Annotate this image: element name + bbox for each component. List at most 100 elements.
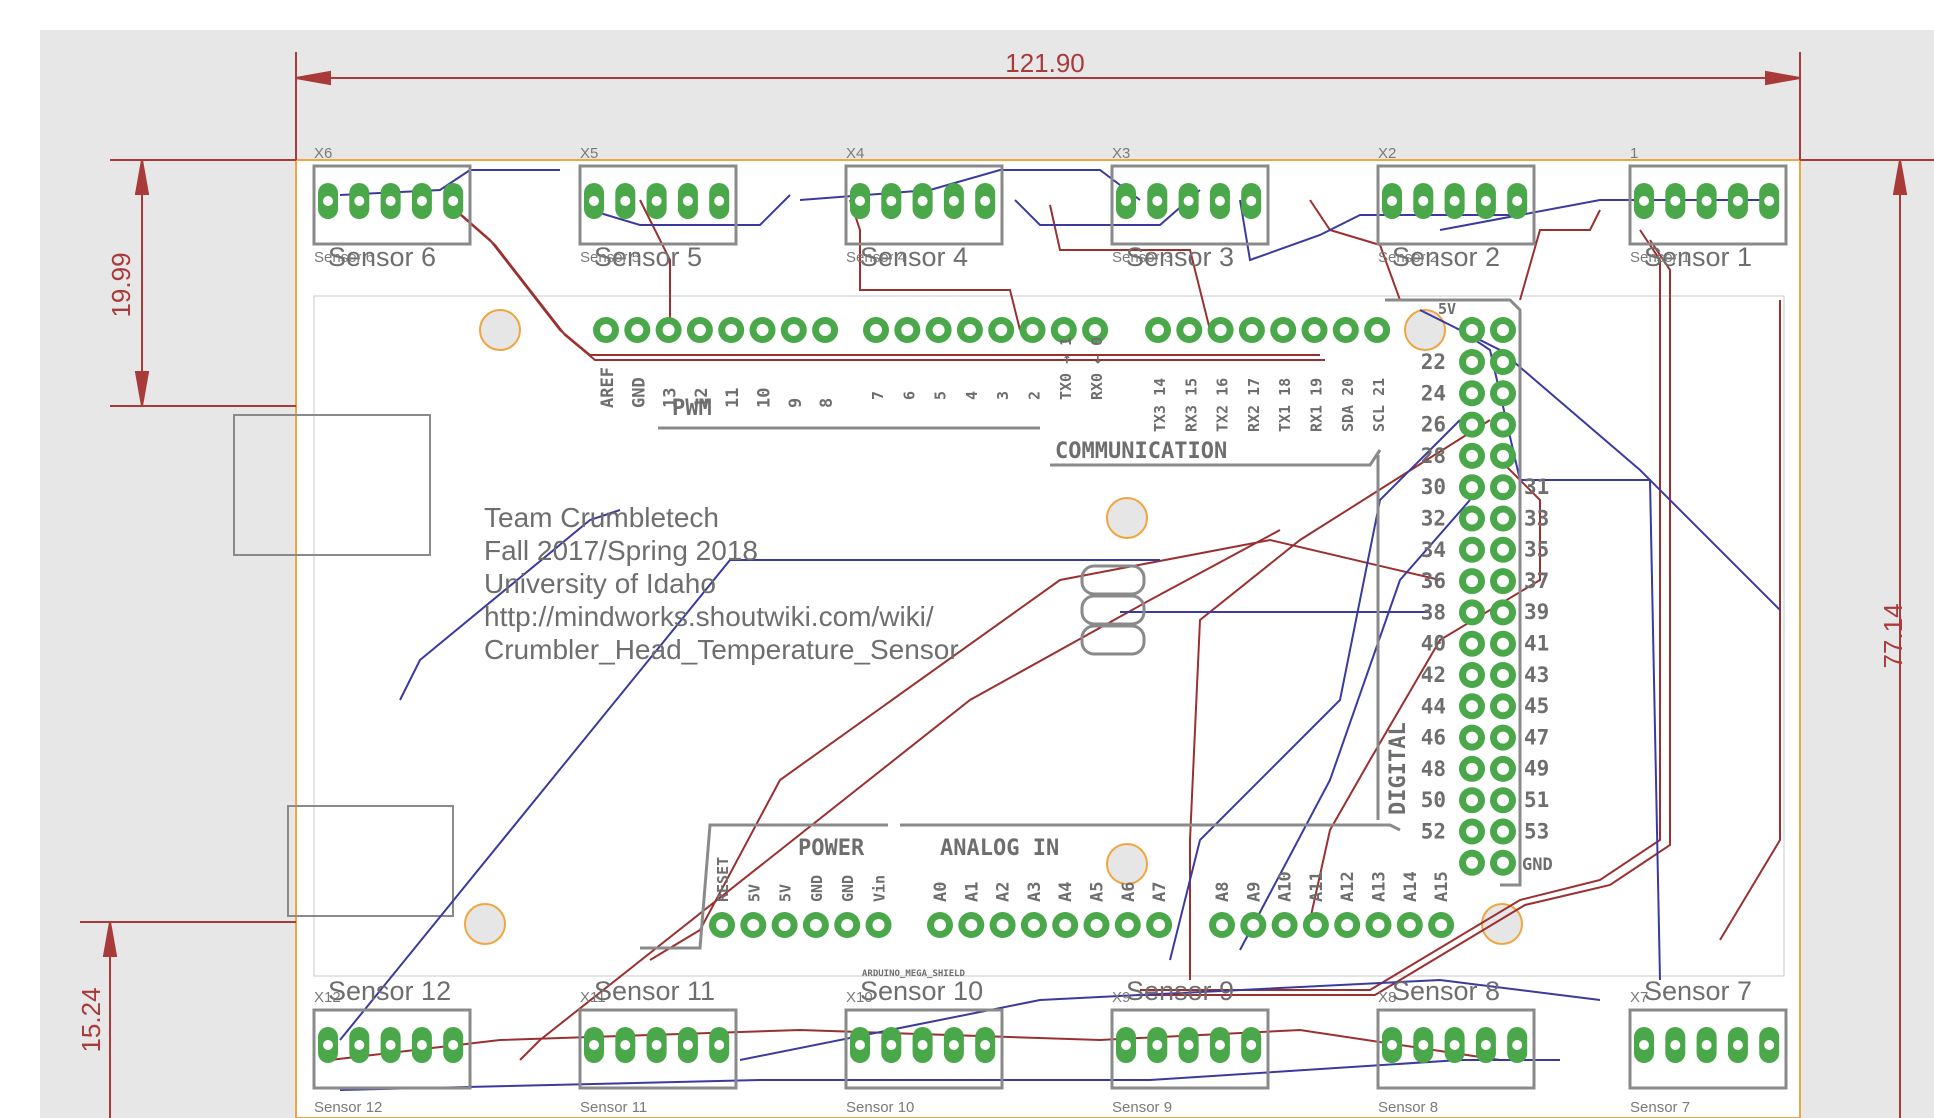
digital-right-pin-label: 53 [1524,819,1549,843]
connector-pad [1759,183,1780,219]
connector-ref-label: X5 [580,145,598,162]
header-pad [1459,411,1485,438]
note-line-1: Team Crumbletech [484,502,719,533]
connector-pad [1209,1027,1230,1063]
header-pad [1459,662,1485,688]
connector-pad [850,183,870,219]
pwm-pin-label: 12 [692,388,712,408]
connector-ref-label: X3 [1112,145,1130,162]
header-pad [1459,755,1485,782]
digital-pin-label: TX0 → 1 [1057,337,1075,400]
header-pad [1459,568,1485,595]
connector-ref-label: X4 [846,145,864,162]
connector-pad [1507,1027,1528,1063]
connector-ref-label: X6 [314,145,332,162]
header-pad [956,317,983,343]
header-pad [1490,380,1516,407]
header-pad [1428,912,1455,938]
analog-pin-label: A3 [1025,882,1045,902]
header-pad [1459,536,1485,563]
header-pad [1490,317,1516,343]
connector-pad [1475,183,1496,219]
connector-pad [881,1027,902,1063]
power-pin-label: Vin [871,875,889,902]
header-pad [1207,317,1234,343]
header-pad [1238,317,1265,343]
connector-pad [1727,1027,1748,1063]
header-pad [771,912,798,938]
digital-right-pin-label: 39 [1524,600,1549,624]
connector-pad [709,1027,730,1063]
header-pad [1145,317,1171,343]
connector-pad [1507,183,1528,219]
digital-left-pin-label: 36 [1421,569,1446,593]
connector-pad [975,183,996,219]
jumper-block [1080,564,1146,656]
header-pad [812,317,839,343]
comm-pin-label: SCL 21 [1370,378,1388,432]
sensor-name-label: Sensor 3 [1126,242,1234,272]
connector-pad [1413,1027,1434,1063]
header-pad [1490,349,1516,375]
connector-ref-label: X8 [1378,989,1396,1006]
connector-ref-label: X9 [1112,989,1130,1006]
header-pad [709,912,735,938]
header-pad [1271,912,1298,938]
digital-right-pin-label: 49 [1524,757,1549,781]
analog-pin-label: A2 [994,882,1014,902]
connector-pad [1727,183,1748,219]
digital-pin-label: RX0 ← 0 [1088,337,1106,400]
connector-pad [1116,1027,1136,1063]
sensor-sub-label: Sensor 7 [1630,1099,1690,1116]
sensor-sub-label: Sensor 4 [846,249,906,266]
sensor-sub-label: Sensor 3 [1112,249,1172,266]
digital-left-pin-label: 30 [1421,475,1446,499]
sensor-sub-label: Sensor 5 [580,249,640,266]
header-pad [1332,317,1359,343]
header-pad [1365,912,1392,938]
header-pad [1459,849,1485,876]
connector-pad [615,183,636,219]
header-pad [927,912,953,938]
pwm-pin-label: GND [629,377,649,408]
sensor-sub-label: Sensor 10 [846,1099,914,1116]
connector-pad [1444,1027,1465,1063]
power-pin-label: GND [808,875,826,902]
connector-ref-label: 1 [1630,145,1638,162]
connector-ref-label: X10 [846,989,873,1006]
connector-pad [1475,1027,1496,1063]
note-line-3: University of Idaho [484,568,716,599]
header-pad [686,317,713,343]
analog-pin-label: A10 [1276,871,1296,902]
sensor-name-label: Sensor 9 [1126,976,1234,1006]
connector-ref-label: X7 [1630,989,1648,1006]
header-pad [1270,317,1297,343]
header-pad [1490,536,1516,563]
comm-pin-label: TX2 16 [1214,378,1232,432]
sensor-sub-label: Sensor 1 [1630,249,1690,266]
digital-left-pin-label: 22 [1421,350,1446,374]
header-pad [1020,912,1047,938]
pwm-pin-label: 13 [661,388,681,408]
comm-pin-label: RX2 17 [1245,378,1263,432]
mounting-holes [464,309,1523,945]
header-pad [988,317,1015,343]
connector-pad [615,1027,636,1063]
header-pad [1396,912,1423,938]
connector-ref-label: X11 [580,989,606,1006]
header-pad [1459,630,1485,657]
header-pad [1490,693,1516,720]
header-pad [1050,317,1077,343]
red-traces [329,199,1781,1061]
digital-right-pin-label: 51 [1524,788,1549,812]
connector-pad [443,183,464,219]
header-pad [749,317,776,343]
digital-left-pin-label: 40 [1421,632,1446,656]
digital-left-pin-label: 42 [1421,663,1446,687]
comm-pin-label: RX3 15 [1182,378,1200,432]
